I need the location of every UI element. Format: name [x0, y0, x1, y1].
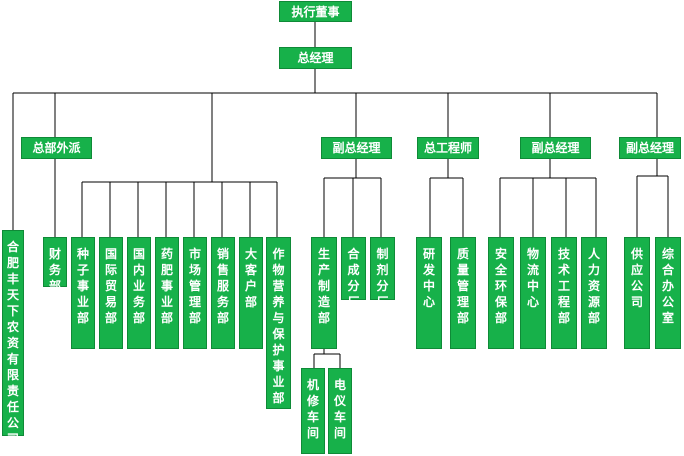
dept-label: 综合办公室: [661, 247, 674, 325]
dept-production: 生产制造部: [311, 237, 337, 349]
board-node: 执行董事: [279, 1, 352, 22]
dept-label: 生产制造部: [317, 247, 330, 325]
dept-label: 大客户部: [244, 247, 257, 309]
deputy-gm-production-node: 副总经理: [321, 137, 392, 159]
dept-formulation-plant: 制剂分厂: [370, 237, 395, 309]
workshop-maintenance: 机修车间: [301, 368, 325, 454]
dept-key-accounts: 大客户部: [239, 237, 263, 349]
dept-pesticide-fertilizer: 药肥事业部: [155, 237, 179, 349]
dept-quality-mgmt: 质量管理部: [450, 237, 476, 349]
general-manager-node: 总经理: [279, 47, 352, 69]
subsidiary-node: 合肥丰天下农资有限责任公司: [2, 230, 24, 446]
dept-seed: 种子事业部: [71, 237, 95, 349]
dept-label: 物流中心: [526, 247, 539, 309]
dept-intl-trade: 国际贸易部: [99, 237, 123, 349]
chief-engineer-node: 总工程师: [417, 137, 479, 159]
dept-tech-engineering: 技术工程部: [551, 237, 577, 349]
dept-label: 种子事业部: [76, 247, 89, 325]
dept-label: 供应公司: [630, 247, 643, 309]
deputy-gm-supply-node: 副总经理: [619, 137, 681, 159]
subsidiary-label: 合肥丰天下农资有限责任公司: [6, 240, 19, 446]
dept-synthesis-plant: 合成分厂: [341, 237, 366, 309]
dept-label: 国际贸易部: [104, 247, 117, 325]
workshop-label: 机修车间: [306, 378, 319, 440]
dept-label: 安全环保部: [494, 247, 507, 325]
dept-label: 作物营养与保护事业部: [272, 247, 285, 405]
dept-rd-center: 研发中心: [416, 237, 442, 349]
hq-dispatch-node: 总部外派: [21, 137, 92, 159]
dept-supply-company: 供应公司: [624, 237, 650, 349]
dept-general-office: 综合办公室: [655, 237, 681, 349]
dept-label: 技术工程部: [557, 247, 570, 325]
dept-label: 销售服务部: [216, 247, 229, 325]
dept-label: 市场管理部: [188, 247, 201, 325]
dept-label: 合成分厂: [347, 247, 360, 309]
dept-crop-nutrition: 作物营养与保护事业部: [266, 237, 291, 409]
dept-label: 国内业务部: [132, 247, 145, 325]
dept-safety-env: 安全环保部: [488, 237, 514, 349]
dept-logistics: 物流中心: [520, 237, 546, 349]
dept-finance: 财务部: [43, 237, 67, 293]
dept-label: 质量管理部: [456, 247, 469, 325]
dept-label: 药肥事业部: [160, 247, 173, 325]
dept-label: 制剂分厂: [376, 247, 389, 309]
dept-sales-service: 销售服务部: [211, 237, 235, 349]
dept-domestic: 国内业务部: [127, 237, 151, 349]
dept-label: 人力资源部: [587, 247, 600, 325]
workshop-electrical: 电仪车间: [328, 368, 352, 454]
dept-label: 财务部: [48, 247, 61, 293]
dept-human-resources: 人力资源部: [581, 237, 607, 349]
dept-market-mgmt: 市场管理部: [183, 237, 207, 349]
dept-label: 研发中心: [422, 247, 435, 309]
workshop-label: 电仪车间: [333, 378, 346, 440]
deputy-gm-operations-node: 副总经理: [520, 137, 591, 159]
